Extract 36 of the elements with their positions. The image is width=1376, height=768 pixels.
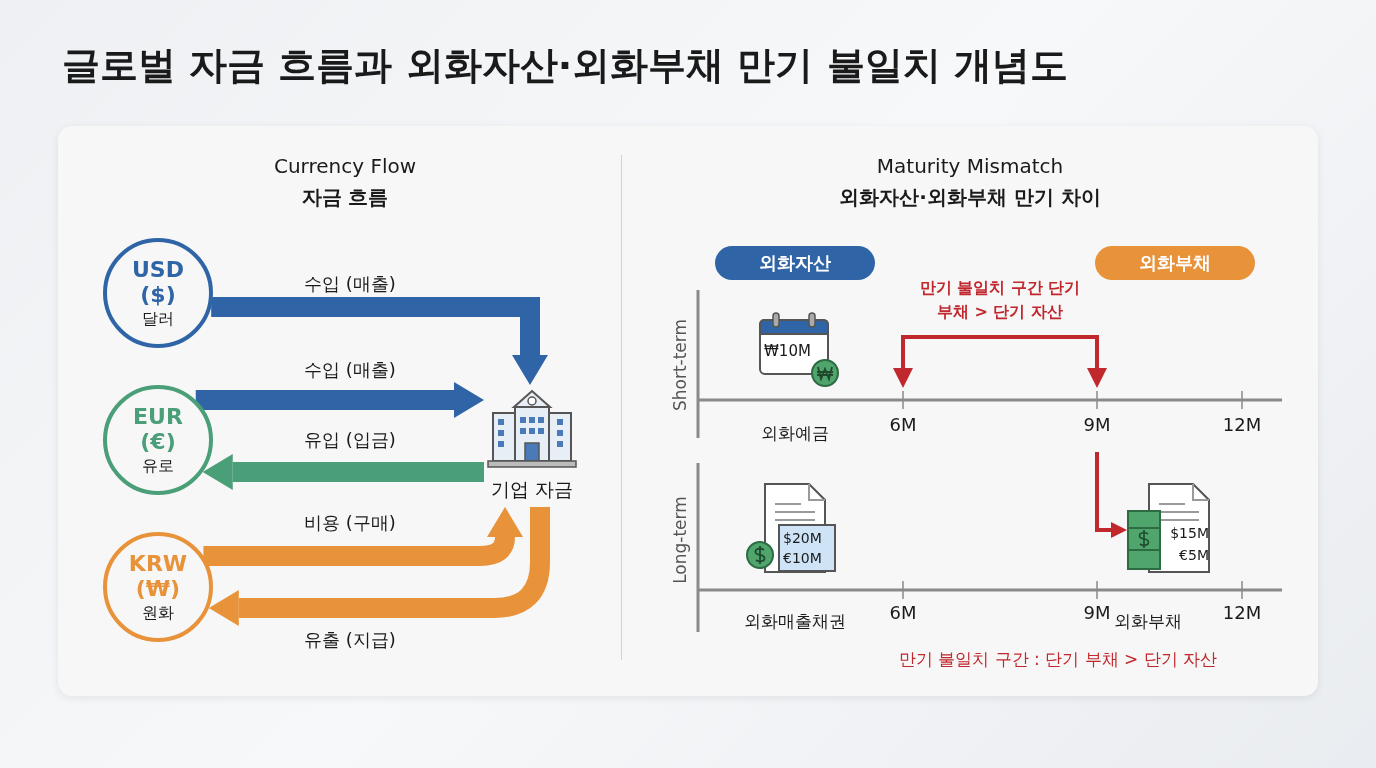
item-caption: 외화부채 [1114, 610, 1182, 633]
currency-code: KRW (₩) [127, 550, 189, 601]
arrow [202, 454, 484, 490]
tick-label: 9M [1083, 601, 1111, 623]
section-heading: 자금 흐름 [301, 183, 389, 211]
item-caption: 외화예금 [761, 422, 829, 445]
mismatch-note: 만기 불일치 구간 : 단기 부채 > 단기 자산 [898, 647, 1218, 671]
category-pill: 외화자산 [715, 246, 875, 280]
currency-name: 원화 [142, 602, 174, 624]
arrow [195, 382, 484, 418]
currency-code: EUR (€) [132, 403, 184, 454]
arrow [203, 507, 523, 566]
section-heading: Currency Flow [273, 154, 417, 178]
currency-name: 유로 [142, 455, 174, 477]
mismatch-note: 만기 불일치 구간 단기 부채 > 단기 자산 [918, 277, 1082, 323]
section-heading: 외화자산·외화부채 만기 차이 [839, 183, 1101, 211]
tick-label: 6M [889, 413, 917, 435]
amount-card: $20M €10M [778, 524, 836, 572]
amount-text: $15M €5M [1169, 524, 1209, 565]
category-pill: 외화부채 [1095, 246, 1255, 280]
axis-label: Long-term [670, 496, 690, 584]
amount-text: ₩10M [764, 342, 811, 360]
arrow [208, 507, 550, 626]
title: 글로벌 자금 흐름과 외화자산·외화부채 만기 불일치 개념도 [62, 42, 1068, 89]
section-heading: Maturity Mismatch [876, 154, 1064, 178]
tick-label: 9M [1083, 413, 1111, 435]
currency-code: USD ($) [131, 256, 185, 307]
tick-label: 6M [889, 601, 917, 623]
arrow [211, 297, 548, 385]
currency-name: 달러 [142, 308, 174, 330]
item-caption: 외화매출채권 [744, 610, 846, 633]
tick-label: 12M [1222, 601, 1262, 623]
node-label: 기업 자금 [491, 477, 573, 502]
tick-label: 12M [1222, 413, 1262, 435]
arrow [1095, 452, 1127, 538]
axis-label: Short-term [670, 318, 690, 412]
